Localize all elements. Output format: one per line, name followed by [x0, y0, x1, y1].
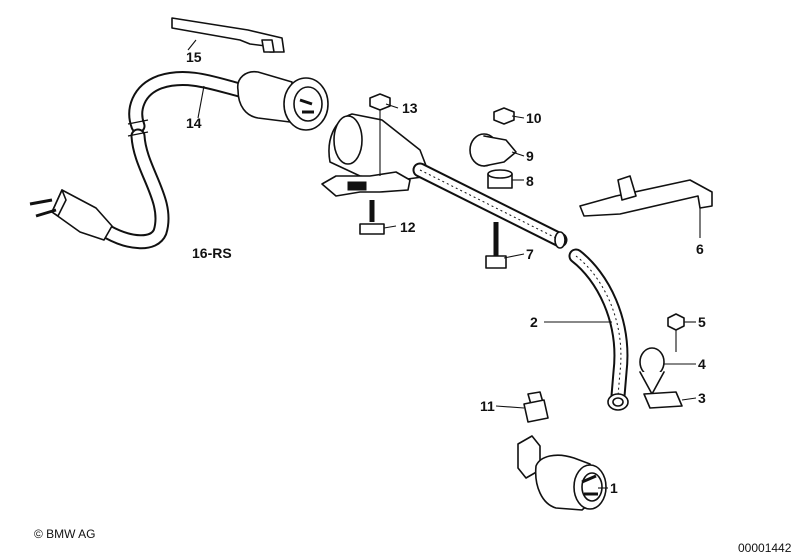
- part-9-grommet: [469, 133, 517, 167]
- callout-12: 12: [400, 219, 416, 235]
- callout-15: 15: [186, 49, 202, 65]
- callout-4: 4: [698, 356, 706, 372]
- corrugated-tube-upper: [412, 162, 568, 249]
- part-8-spacer: [487, 169, 513, 189]
- callout-2: 2: [530, 314, 538, 330]
- part-6-bracket: [579, 175, 713, 238]
- callout-7: 7: [526, 246, 534, 262]
- callout-10: 10: [526, 110, 542, 126]
- part-5-nut: [667, 313, 685, 352]
- part-13-nut: [369, 93, 391, 176]
- part-3-plate: [643, 391, 683, 409]
- part-15-clip-strip: [171, 17, 285, 53]
- part-7-bolt: [485, 222, 507, 269]
- callout-6: 6: [696, 241, 704, 257]
- callout-8: 8: [526, 173, 534, 189]
- part-4-clip: [639, 347, 665, 395]
- callout-13: 13: [402, 100, 418, 116]
- part-12-screw: [359, 200, 385, 235]
- callout-16-rs: 16-RS: [192, 245, 232, 261]
- callout-3: 3: [698, 390, 706, 406]
- callout-14: 14: [186, 115, 202, 131]
- socket-housing-with-bracket: [321, 113, 431, 197]
- part-11-connector: [523, 391, 549, 423]
- callout-9: 9: [526, 148, 534, 164]
- copyright-text: © BMW AG: [34, 527, 96, 541]
- callout-5: 5: [698, 314, 706, 330]
- part-2-corrugated-hose: [568, 248, 629, 411]
- figure-number: 00001442: [738, 541, 792, 555]
- leader-lines: [187, 39, 697, 489]
- part-1-socket: [517, 435, 607, 511]
- part-14-cable-with-plug: [29, 70, 329, 250]
- callout-1: 1: [610, 480, 618, 496]
- part-10-nut: [493, 107, 515, 125]
- callout-11: 11: [480, 398, 495, 414]
